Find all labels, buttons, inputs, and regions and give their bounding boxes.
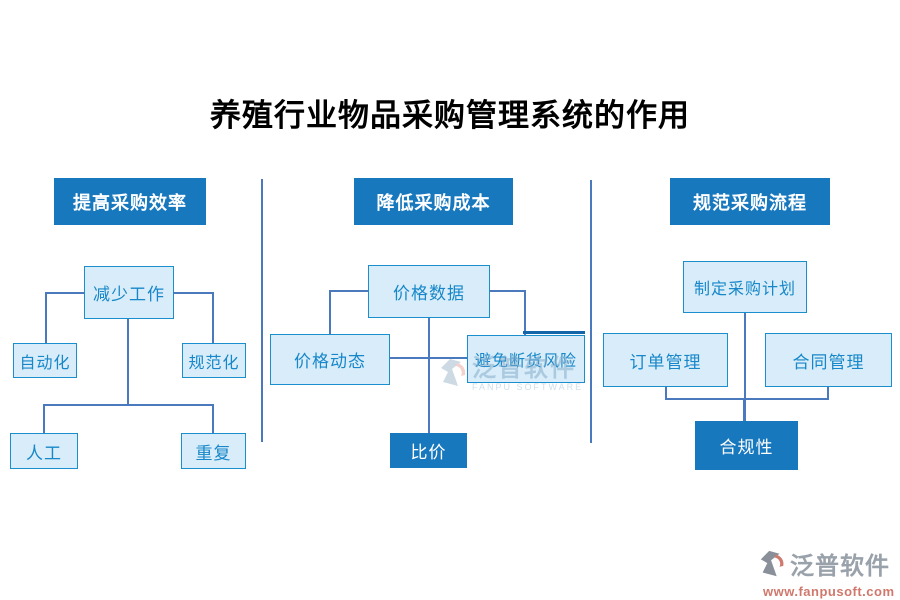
connector-line <box>330 290 368 292</box>
node-price-data: 价格数据 <box>368 265 490 318</box>
page-title: 养殖行业物品采购管理系统的作用 <box>210 98 690 133</box>
node-price-trends: 价格动态 <box>270 334 390 385</box>
connector-line <box>390 357 467 359</box>
node-order-management: 订单管理 <box>603 333 728 387</box>
watermark-url-text: www.fanpusoft.com <box>763 584 895 599</box>
connector-line <box>45 292 47 344</box>
connector-line <box>665 398 829 400</box>
node-automation: 自动化 <box>13 343 77 378</box>
node-reduce-work: 减少工作 <box>84 266 174 319</box>
connector-line <box>524 290 526 335</box>
connector-line <box>827 387 829 399</box>
connector-line <box>665 387 667 399</box>
header-standardize-process: 规范采购流程 <box>670 178 830 225</box>
connector-line <box>43 404 45 433</box>
fanpu-logo-icon <box>757 549 787 584</box>
watermark-brand-text: 泛普软件 <box>790 552 890 580</box>
node-avoid-stockout-risk: 避免断货风险 <box>467 335 585 383</box>
connector-line <box>212 292 214 344</box>
watermark-brand-en-text: FANPU SOFTWARE <box>472 382 584 392</box>
header-improve-efficiency: 提高采购效率 <box>54 178 206 225</box>
connector-line <box>743 398 746 421</box>
header-reduce-cost: 降低采购成本 <box>354 178 513 225</box>
node-contract-management: 合同管理 <box>765 333 892 387</box>
section-divider <box>261 179 263 442</box>
connector-line <box>744 313 746 399</box>
connector-line <box>523 331 585 334</box>
node-repetition: 重复 <box>181 433 246 469</box>
node-manual-labor: 人工 <box>10 433 78 469</box>
connector-line <box>490 290 525 292</box>
connector-line <box>428 318 430 433</box>
watermark-corner: 泛普软件 www.fanpusoft.com <box>757 549 895 598</box>
connector-line <box>329 290 331 334</box>
node-price-comparison: 比价 <box>390 433 467 468</box>
node-compliance: 合规性 <box>695 421 798 470</box>
connector-line <box>173 292 213 294</box>
connector-line <box>212 404 214 433</box>
node-procurement-plan: 制定采购计划 <box>683 261 807 313</box>
node-standardization: 规范化 <box>182 343 246 378</box>
connector-line <box>45 292 84 294</box>
fanpu-logo-icon <box>437 357 469 394</box>
connector-line <box>43 404 214 406</box>
section-divider <box>590 180 592 443</box>
connector-line <box>127 319 129 406</box>
